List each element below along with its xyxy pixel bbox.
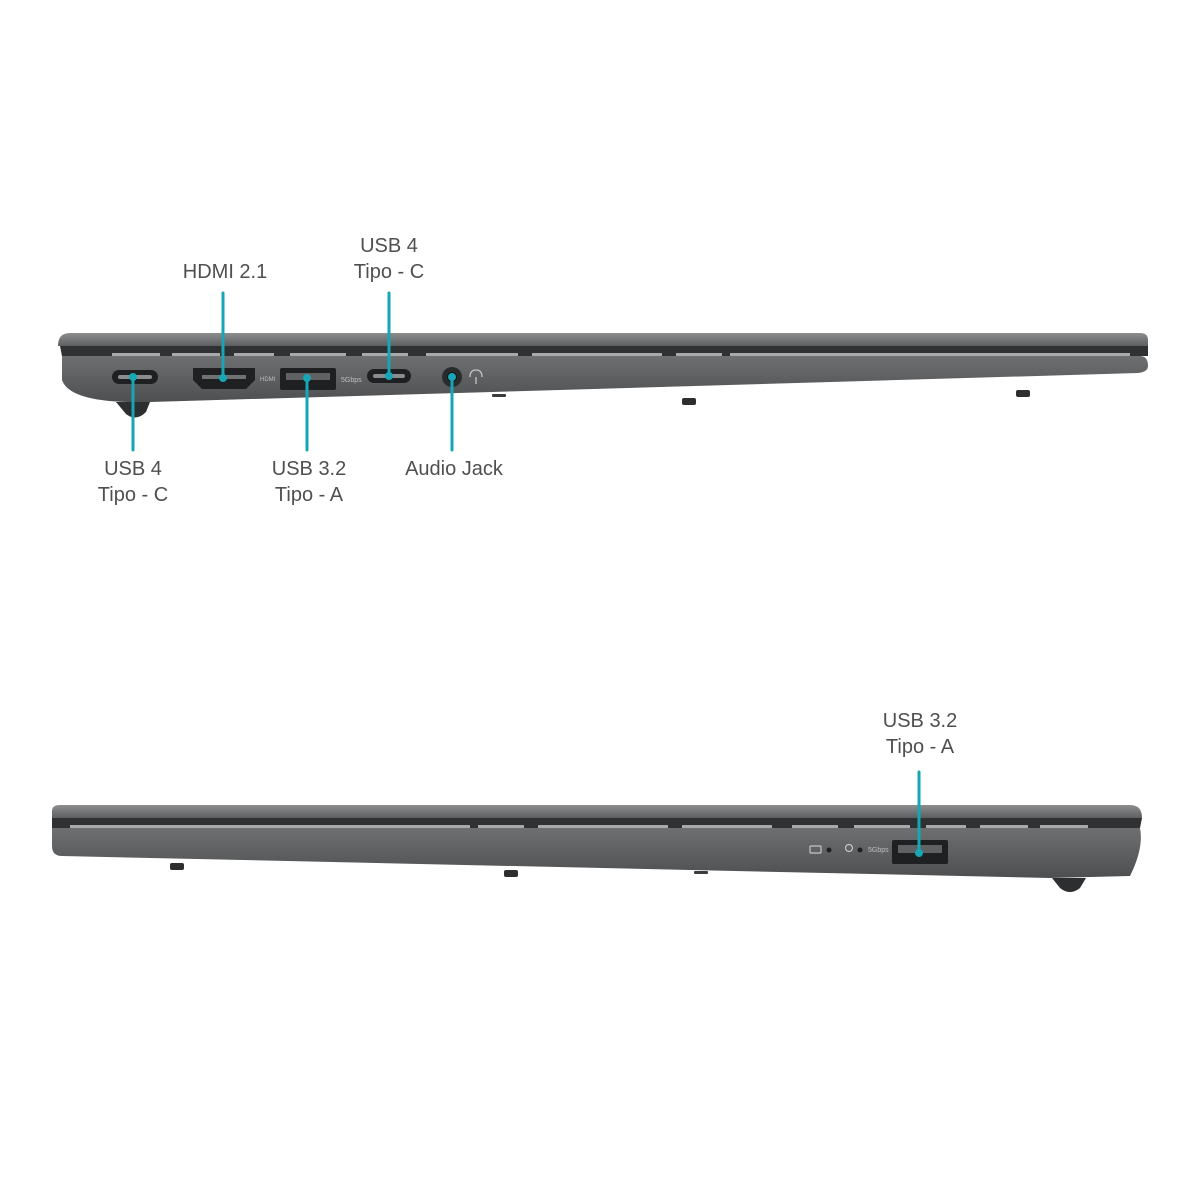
label-audio-jack: Audio Jack: [405, 456, 503, 482]
label-usb32-tipo-a-left: USB 3.2 Tipo - A: [272, 456, 346, 508]
label-usb32-tipo-a-right: USB 3.2 Tipo - A: [883, 708, 957, 760]
label-line1: USB 3.2: [271, 458, 347, 480]
label-usb4-tipo-c-left: USB 4 Tipo - C: [98, 456, 168, 508]
speed-engraving-right: 5Gbps: [868, 847, 889, 854]
battery-indicator-icon: [809, 845, 832, 854]
laptop-base: [52, 828, 1141, 878]
callout-dot: [915, 849, 923, 857]
label-line1: USB 3.2: [882, 710, 958, 732]
callout-dots: [129, 372, 456, 382]
label-line2: Tipo - C: [353, 261, 425, 283]
callout-lines: [131, 291, 454, 452]
label-line1: USB 4: [360, 235, 418, 257]
laptop-right-side-illustration: 5Gbps: [52, 770, 1142, 892]
label-line2: Tipo - C: [97, 484, 169, 506]
label-hdmi: HDMI 2.1: [183, 259, 267, 285]
speed-engraving-left: 5Gbps: [341, 377, 362, 384]
right-side-view: 5Gbps USB 3.2 Tipo - A: [0, 600, 1200, 1200]
label-usb4-tipo-c-right: USB 4 Tipo - C: [354, 233, 424, 285]
label-line1: Audio Jack: [405, 458, 503, 480]
laptop-lid: [58, 333, 1148, 346]
label-line2: Tipo - A: [885, 736, 955, 758]
label-line1: HDMI 2.1: [182, 261, 268, 283]
power-indicator-icon: [844, 843, 863, 853]
hdmi-engraving: HDMI: [260, 377, 276, 383]
keyboard-key-edges: [70, 825, 1088, 828]
keyboard-key-edges: [112, 353, 1130, 356]
laptop-lid: [52, 805, 1142, 818]
laptop-base: [62, 356, 1148, 403]
label-line2: Tipo - A: [274, 484, 344, 506]
laptop-foot: [1052, 878, 1086, 892]
left-side-view: HDMI 5Gbps USB 4 Tipo - C: [58, 233, 1148, 508]
laptop-left-side-illustration: HDMI 5Gbps: [58, 291, 1148, 452]
label-line1: USB 4: [104, 458, 162, 480]
headset-icon: [469, 369, 483, 384]
